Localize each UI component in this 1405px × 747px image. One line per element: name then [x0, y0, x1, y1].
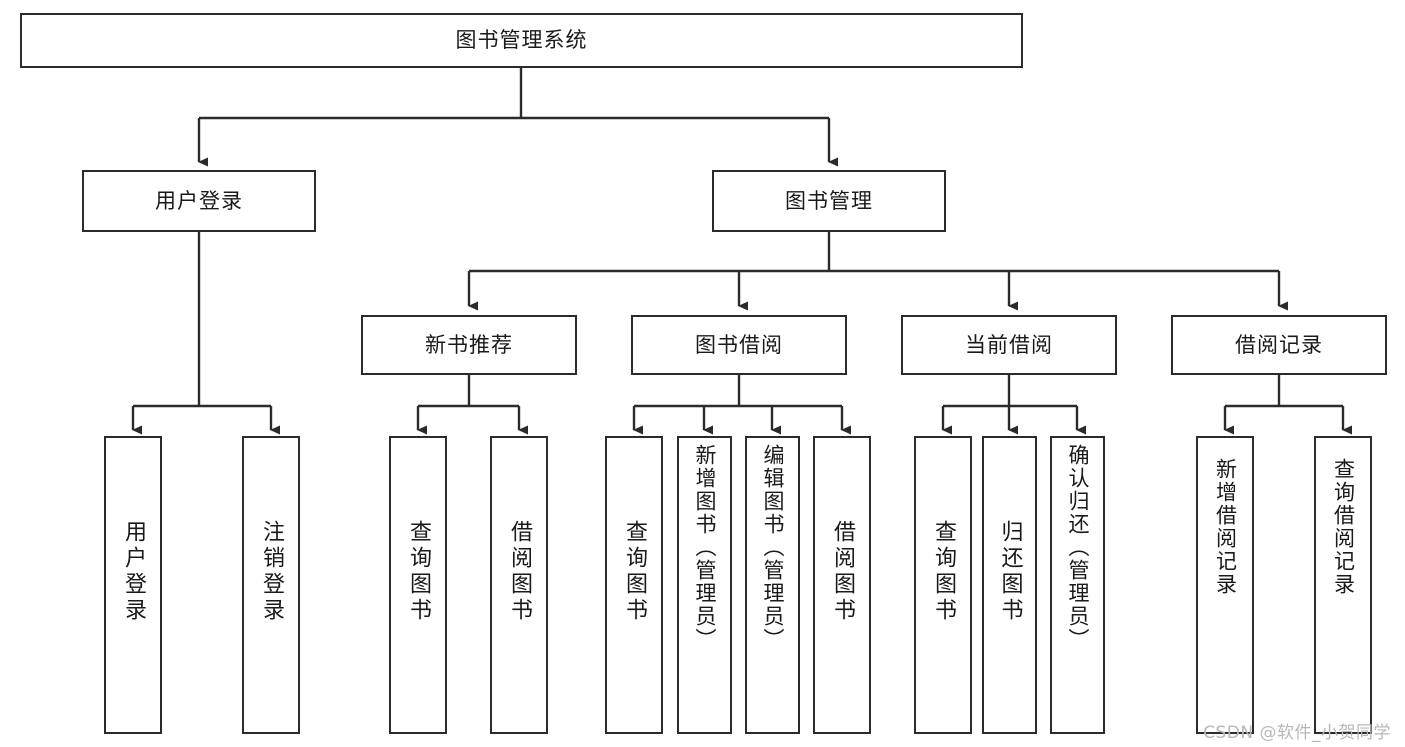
- leaf-query-book-recommend[interactable]: 查询图书: [389, 436, 447, 734]
- node-label: 查询图书: [931, 520, 956, 624]
- node-new-book-recommend[interactable]: 新书推荐: [361, 315, 577, 375]
- leaf-borrow-book[interactable]: 借阅图书: [813, 436, 871, 734]
- node-label: 图书管理系统: [455, 28, 588, 53]
- node-label: 当前借阅: [965, 332, 1053, 357]
- leaf-return-book[interactable]: 归还图书: [982, 436, 1037, 734]
- node-label: 归还图书: [997, 520, 1023, 624]
- node-label: 新增图书（管理员）: [693, 444, 717, 651]
- leaf-add-borrow-record[interactable]: 新增借阅记录: [1196, 436, 1254, 734]
- node-borrow-record[interactable]: 借阅记录: [1171, 315, 1387, 375]
- node-label: 确认归还（管理员）: [1066, 444, 1090, 651]
- node-label: 注销登录: [259, 520, 284, 624]
- node-label: 借阅记录: [1235, 332, 1323, 357]
- node-label: 新增借阅记录: [1213, 458, 1238, 596]
- csdn-watermark: CSDN @软件_小贺同学: [1203, 723, 1391, 743]
- node-current-borrow[interactable]: 当前借阅: [901, 315, 1117, 375]
- node-label: 查询图书: [622, 520, 647, 624]
- node-book-management[interactable]: 图书管理: [712, 170, 946, 232]
- node-label: 编辑图书（管理员）: [761, 444, 785, 651]
- leaf-add-book-admin[interactable]: 新增图书（管理员）: [677, 436, 732, 734]
- node-label: 图书管理: [785, 188, 873, 213]
- leaf-query-book-current[interactable]: 查询图书: [914, 436, 972, 734]
- leaf-edit-book-admin[interactable]: 编辑图书（管理员）: [745, 436, 800, 734]
- node-label: 查询图书: [406, 520, 431, 624]
- node-label: 用户登录: [155, 188, 243, 213]
- node-label: 借阅图书: [830, 520, 855, 624]
- node-label: 借阅图书: [507, 520, 532, 624]
- node-root-system[interactable]: 图书管理系统: [20, 13, 1023, 68]
- node-user-login[interactable]: 用户登录: [82, 170, 316, 232]
- node-label: 用户登录: [121, 520, 146, 624]
- node-label: 图书借阅: [695, 332, 783, 357]
- node-book-borrow[interactable]: 图书借阅: [631, 315, 847, 375]
- leaf-query-borrow-record[interactable]: 查询借阅记录: [1314, 436, 1372, 734]
- leaf-user-logout[interactable]: 注销登录: [242, 436, 300, 734]
- leaf-query-book[interactable]: 查询图书: [605, 436, 663, 734]
- node-label: 新书推荐: [425, 332, 513, 357]
- leaf-borrow-book-recommend[interactable]: 借阅图书: [490, 436, 548, 734]
- leaf-confirm-return-admin[interactable]: 确认归还（管理员）: [1050, 436, 1105, 734]
- node-label: 查询借阅记录: [1331, 458, 1356, 596]
- leaf-user-login[interactable]: 用户登录: [104, 436, 162, 734]
